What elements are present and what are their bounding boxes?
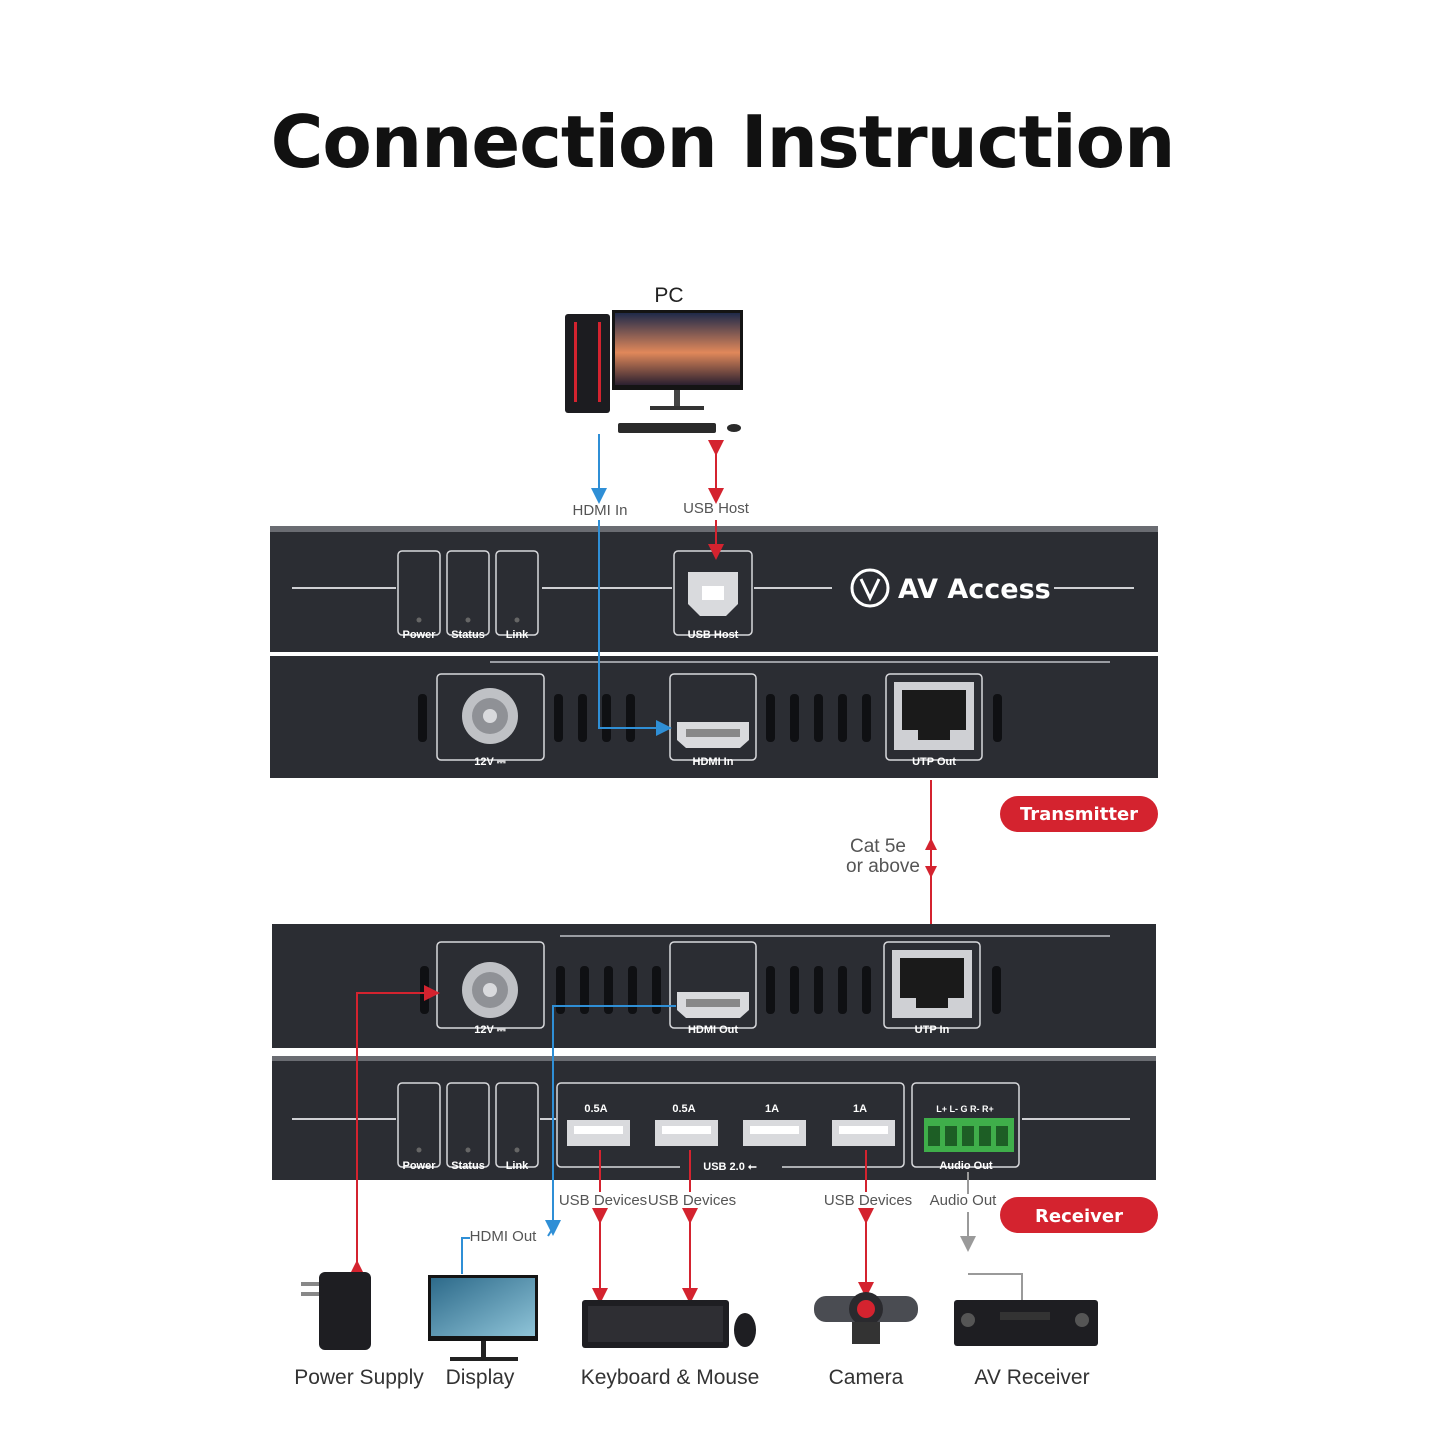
svg-text:Link: Link — [506, 1160, 529, 1172]
av-access-logo: AV Access — [850, 568, 1051, 608]
device-label-camera: Camera — [829, 1366, 904, 1389]
rx-audio-out-port: L+ L- G R- R+ Audio Out — [911, 1082, 1020, 1172]
tx-hdmi-route — [598, 520, 672, 736]
label-usb-devices-2: USB Devices — [648, 1192, 736, 1209]
rx-usb-ports: 0.5A 0.5A 1A 1A USB 2.0 ⭠ — [556, 1082, 905, 1173]
pc-tower-icon — [565, 314, 610, 413]
svg-text:HDMI In: HDMI In — [693, 756, 734, 768]
tx-led-status: Status — [446, 550, 490, 641]
label-hdmi-in: HDMI In — [572, 502, 627, 519]
label-usb-devices-1: USB Devices — [559, 1192, 647, 1209]
svg-text:Link: Link — [506, 629, 529, 641]
tx-led-power: Power — [397, 550, 441, 641]
rx-dc-power-port: 12V ⎓ — [436, 941, 545, 1036]
monitor-icon — [612, 310, 743, 410]
svg-text:1A: 1A — [765, 1103, 779, 1115]
svg-text:Receiver: Receiver — [1035, 1206, 1123, 1227]
label-hdmi-out: HDMI Out — [470, 1228, 538, 1245]
display-line — [461, 1237, 470, 1274]
tx-vent-slots — [418, 694, 1002, 742]
svg-text:0.5A: 0.5A — [672, 1103, 695, 1115]
keyboard-icon — [618, 423, 716, 433]
svg-text:USB 2.0 ⭠: USB 2.0 ⭠ — [703, 1161, 757, 1173]
svg-text:0.5A: 0.5A — [584, 1103, 607, 1115]
tx-utp-out-port: UTP Out — [885, 673, 983, 768]
receiver-badge: Receiver — [1000, 1197, 1158, 1233]
svg-text:UTP In: UTP In — [915, 1024, 950, 1036]
device-label-power-supply: Power Supply — [294, 1366, 424, 1389]
svg-text:12V ⎓: 12V ⎓ — [474, 756, 506, 768]
power-supply-icon — [301, 1272, 371, 1350]
pc-label: PC — [654, 284, 683, 307]
svg-text:Status: Status — [451, 629, 485, 641]
label-usb-host: USB Host — [683, 500, 750, 517]
keyboard-mouse-icon — [582, 1300, 756, 1348]
label-audio-out: Audio Out — [930, 1192, 998, 1209]
label-usb-devices-3: USB Devices — [824, 1192, 912, 1209]
tx-hdmi-in-port: HDMI In — [669, 673, 757, 768]
pc-group: PC — [565, 284, 743, 433]
svg-text:Audio Out: Audio Out — [939, 1160, 992, 1172]
camera-icon — [814, 1292, 918, 1344]
transmitter-device: Power Status Link USB Host AV Access — [270, 526, 1158, 778]
rx-led-status: Status — [446, 1082, 490, 1172]
rx-vent-slots — [420, 966, 1001, 1014]
cable-label-line2: or above — [846, 856, 920, 877]
svg-text:Power: Power — [402, 1160, 436, 1172]
rx-led-link: Link — [495, 1082, 539, 1172]
page-title: Connection Instruction — [270, 100, 1176, 184]
device-label-av-receiver: AV Receiver — [974, 1366, 1089, 1389]
brand-name: AV Access — [898, 574, 1051, 605]
tx-dc-power-port: 12V ⎓ — [436, 673, 545, 768]
device-label-display: Display — [446, 1366, 515, 1389]
rx-hdmi-out-port: HDMI Out — [669, 941, 757, 1036]
svg-text:UTP Out: UTP Out — [912, 756, 956, 768]
svg-text:1A: 1A — [853, 1103, 867, 1115]
tx-usb-host-port: USB Host — [673, 550, 753, 641]
svg-text:12V ⎓: 12V ⎓ — [474, 1024, 506, 1036]
power-line — [349, 985, 440, 1276]
display-icon — [428, 1275, 538, 1361]
rx-utp-in-port: UTP In — [883, 941, 981, 1036]
svg-text:Transmitter: Transmitter — [1020, 804, 1138, 825]
cable-label-line1: Cat 5e — [850, 836, 906, 857]
svg-text:Power: Power — [402, 629, 436, 641]
mouse-icon — [727, 424, 741, 432]
receiver-device: 12V ⎓ HDMI Out UTP In — [272, 924, 1156, 1180]
hdmi-out-line — [545, 1005, 676, 1236]
svg-text:L+ L- G R- R+: L+ L- G R- R+ — [936, 1104, 994, 1114]
device-label-keyboard-mouse: Keyboard & Mouse — [581, 1366, 760, 1389]
transmitter-badge: Transmitter — [1000, 796, 1158, 832]
svg-text:USB Host: USB Host — [688, 629, 739, 641]
av-receiver-icon — [954, 1300, 1098, 1346]
tx-led-link: Link — [495, 550, 539, 641]
svg-text:HDMI Out: HDMI Out — [688, 1024, 738, 1036]
svg-text:Status: Status — [451, 1160, 485, 1172]
